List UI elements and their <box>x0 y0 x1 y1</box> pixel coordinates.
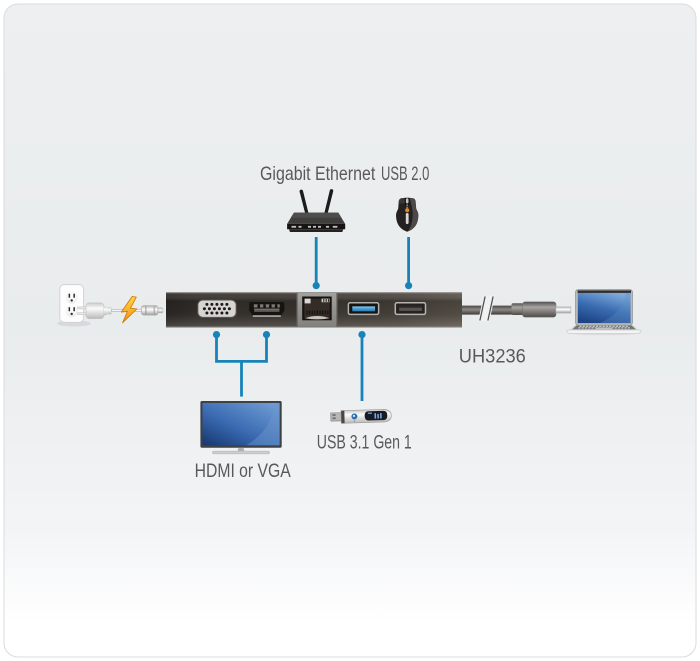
svg-text:HDMI or VGA: HDMI or VGA <box>195 460 291 482</box>
svg-text:Gigabit Ethernet: Gigabit Ethernet <box>260 163 376 185</box>
svg-text:UH3236: UH3236 <box>459 346 526 368</box>
svg-text:USB 3.1 Gen 1: USB 3.1 Gen 1 <box>317 432 412 454</box>
svg-text:USB 2.0: USB 2.0 <box>381 163 429 185</box>
